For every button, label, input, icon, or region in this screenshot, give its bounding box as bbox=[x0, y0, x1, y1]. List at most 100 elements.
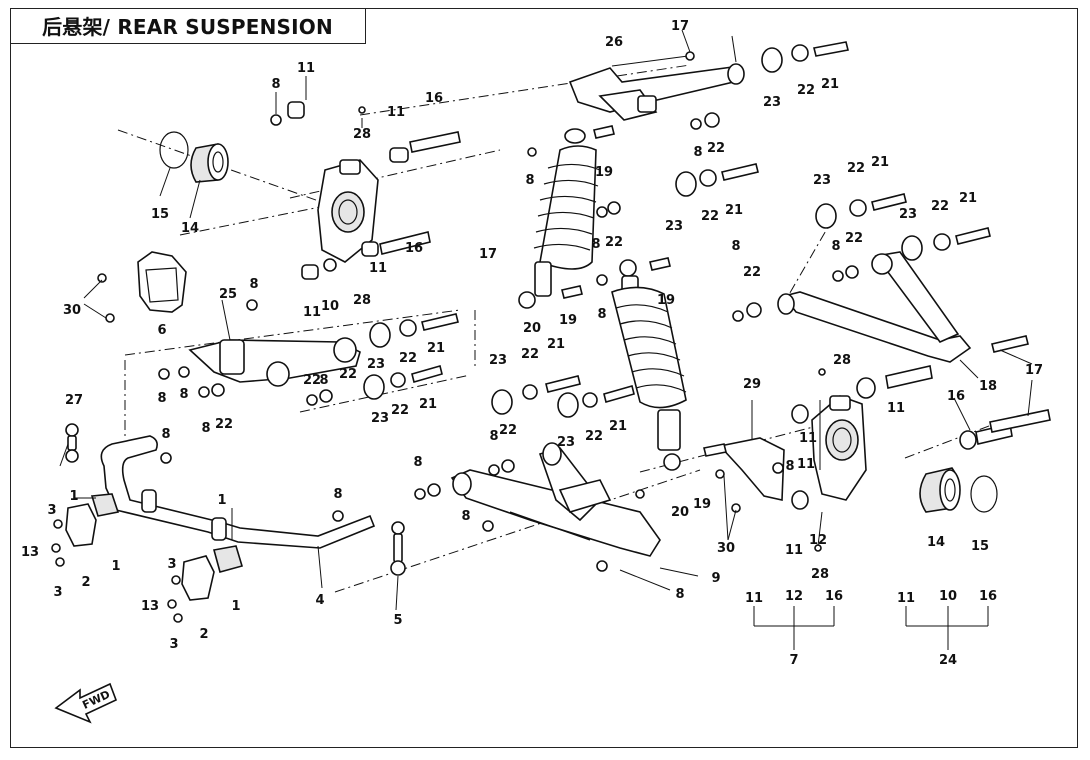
callout: 8 bbox=[461, 509, 470, 524]
callout: 22 bbox=[743, 265, 761, 280]
callout: 16 bbox=[947, 389, 965, 404]
callout: 8 bbox=[489, 429, 498, 444]
callout: 11 bbox=[887, 401, 905, 416]
callout: 21 bbox=[609, 419, 627, 434]
callout: 8 bbox=[785, 459, 794, 474]
leader-lines bbox=[59, 29, 1033, 611]
callout: 25 bbox=[219, 287, 237, 302]
bearing-right bbox=[919, 409, 1051, 513]
group-bracket-7 bbox=[753, 606, 835, 650]
callout: 11 bbox=[785, 543, 803, 558]
callout: 11 bbox=[369, 261, 387, 276]
callout: 22 bbox=[521, 347, 539, 362]
upper-a-arm bbox=[568, 51, 745, 121]
callout: 8 bbox=[157, 391, 166, 406]
knuckle-left bbox=[317, 159, 379, 272]
callout: 21 bbox=[427, 341, 445, 356]
callout: 9 bbox=[711, 571, 720, 586]
callout: 8 bbox=[179, 387, 188, 402]
callout: 15 bbox=[151, 207, 169, 222]
callout: 16 bbox=[825, 589, 843, 604]
callout: 23 bbox=[813, 173, 831, 188]
callout: 8 bbox=[831, 239, 840, 254]
callout: 1 bbox=[69, 489, 78, 504]
diagram-frame bbox=[10, 8, 1078, 748]
callout: 5 bbox=[393, 613, 402, 628]
callout: 16 bbox=[425, 91, 443, 106]
callout: 22 bbox=[707, 141, 725, 156]
callout: 28 bbox=[353, 127, 371, 142]
upper-left-bushings bbox=[270, 101, 461, 280]
callout: 23 bbox=[489, 353, 507, 368]
callout: 12 bbox=[809, 533, 827, 548]
callout: 20 bbox=[671, 505, 689, 520]
callout: 22 bbox=[303, 373, 321, 388]
callout: 8 bbox=[271, 77, 280, 92]
callout: 10 bbox=[321, 299, 339, 314]
shock-absorber-upper bbox=[518, 128, 601, 309]
callout: 28 bbox=[811, 567, 829, 582]
callout: 16 bbox=[405, 241, 423, 256]
shock-absorber-lower bbox=[611, 259, 687, 471]
callout: 17 bbox=[1025, 363, 1043, 378]
diagram-title: 后悬架/ REAR SUSPENSION bbox=[10, 8, 366, 44]
callout: 1 bbox=[111, 559, 120, 574]
callout: 21 bbox=[547, 337, 565, 352]
callout: 23 bbox=[367, 357, 385, 372]
callout: 6 bbox=[157, 323, 166, 338]
right-a-arm bbox=[732, 193, 1029, 363]
callout: 11 bbox=[745, 591, 763, 606]
bar-bracket-left bbox=[51, 493, 120, 567]
callout: 8 bbox=[591, 237, 600, 252]
callout: 17 bbox=[671, 19, 689, 34]
mid-right-bushings bbox=[414, 257, 671, 500]
callout: 8 bbox=[597, 307, 606, 322]
callout: 22 bbox=[499, 423, 517, 438]
group-bracket-24 bbox=[905, 606, 989, 650]
callout: 22 bbox=[215, 417, 233, 432]
knuckle-right bbox=[703, 365, 1013, 552]
callout: 8 bbox=[333, 487, 342, 502]
callout: 7 bbox=[789, 653, 798, 668]
bar-bracket-right bbox=[167, 545, 244, 623]
callout: 22 bbox=[391, 403, 409, 418]
lower-a-arm bbox=[450, 442, 661, 572]
callout: 11 bbox=[297, 61, 315, 76]
callout: 12 bbox=[785, 589, 803, 604]
callout: 28 bbox=[353, 293, 371, 308]
callout: 22 bbox=[931, 199, 949, 214]
callout: 23 bbox=[665, 219, 683, 234]
callout: 21 bbox=[419, 397, 437, 412]
callout: 22 bbox=[845, 231, 863, 246]
callout: 24 bbox=[939, 653, 957, 668]
callout: 8 bbox=[249, 277, 258, 292]
callout: 2 bbox=[199, 627, 208, 642]
callout: 19 bbox=[595, 165, 613, 180]
callout: 22 bbox=[585, 429, 603, 444]
callout: 16 bbox=[979, 589, 997, 604]
callout: 21 bbox=[871, 155, 889, 170]
callout: 19 bbox=[559, 313, 577, 328]
upper-right-bushings bbox=[527, 41, 849, 218]
callout: 27 bbox=[65, 393, 83, 408]
callout: 10 bbox=[939, 589, 957, 604]
callout: 8 bbox=[413, 455, 422, 470]
callout: 8 bbox=[731, 239, 740, 254]
callout: 22 bbox=[797, 83, 815, 98]
callout: 30 bbox=[63, 303, 81, 318]
bearing-left bbox=[159, 131, 229, 183]
callout: 1 bbox=[217, 493, 226, 508]
callout: 21 bbox=[725, 203, 743, 218]
callout: 15 bbox=[971, 539, 989, 554]
callout: 30 bbox=[717, 541, 735, 556]
callout: 21 bbox=[959, 191, 977, 206]
callout: 4 bbox=[315, 593, 324, 608]
callout: 23 bbox=[557, 435, 575, 450]
callout: 29 bbox=[743, 377, 761, 392]
callout: 20 bbox=[523, 321, 541, 336]
callout: 23 bbox=[899, 207, 917, 222]
callout: 14 bbox=[181, 221, 199, 236]
callout: 8 bbox=[319, 373, 328, 388]
callout: 13 bbox=[141, 599, 159, 614]
callout: 22 bbox=[847, 161, 865, 176]
